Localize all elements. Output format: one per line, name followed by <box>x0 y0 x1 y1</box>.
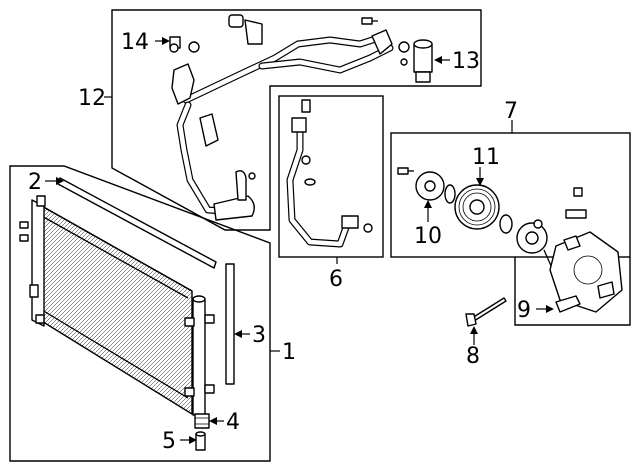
callout-11: 11 <box>472 145 500 170</box>
callout-7: 7 <box>504 99 518 124</box>
callout-12: 12 <box>78 86 106 111</box>
receiver-drier <box>192 299 206 416</box>
callout-4: 4 <box>226 410 240 435</box>
pressure-sensor <box>555 295 581 313</box>
compressor-assembly <box>397 167 623 327</box>
frames <box>9 9 631 462</box>
compressor-group-frame-ext <box>514 257 631 326</box>
condenser-group-frame <box>9 165 271 462</box>
side-seal <box>225 263 235 385</box>
callout-3: 3 <box>252 323 266 348</box>
hose-group-frame <box>111 9 482 231</box>
callout-6: 6 <box>329 267 343 292</box>
callout-labels: 1 2 3 4 5 6 7 8 9 10 11 12 13 14 <box>28 30 531 454</box>
condenser-assembly <box>19 177 235 451</box>
leaders <box>45 37 554 444</box>
callout-2: 2 <box>28 170 42 195</box>
compressor-group-frame <box>390 132 631 258</box>
hose-bracket <box>171 63 195 105</box>
drier-cap <box>194 413 210 429</box>
compressor-bolt <box>471 297 507 322</box>
callout-8: 8 <box>466 344 480 369</box>
discharge-hose-assembly <box>169 14 433 221</box>
condenser-left-tank <box>31 199 45 327</box>
liquid-line-group-frame <box>278 95 384 258</box>
callout-10: 10 <box>414 224 442 249</box>
callout-5: 5 <box>162 429 176 454</box>
callout-14: 14 <box>121 30 149 55</box>
callout-9: 9 <box>517 298 531 323</box>
callout-13: 13 <box>452 49 480 74</box>
liquid-line-assembly <box>286 99 373 248</box>
hose-muffler <box>213 195 255 221</box>
callout-1: 1 <box>282 340 296 365</box>
